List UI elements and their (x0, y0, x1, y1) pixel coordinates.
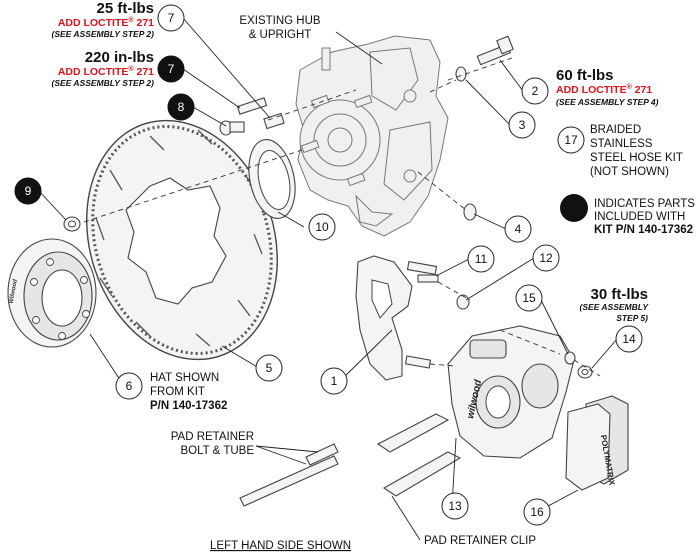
callout-16: 16 (523, 498, 551, 526)
washer-15 (564, 351, 576, 365)
callout-15: 15 (515, 284, 543, 312)
svg-text:PAD RETAINER: PAD RETAINER (171, 431, 254, 443)
svg-text:ADD LOCTITE® 271: ADD LOCTITE® 271 (556, 83, 652, 96)
nut-9 (63, 216, 81, 232)
svg-text:(SEE ASSEMBLY STEP 4): (SEE ASSEMBLY STEP 4) (556, 97, 659, 107)
callout-13: 13 (441, 492, 469, 520)
callout-3: 3 (508, 111, 536, 139)
svg-text:(SEE ASSEMBLY STEP 2): (SEE ASSEMBLY STEP 2) (52, 29, 155, 39)
svg-text:BRAIDED: BRAIDED (590, 124, 641, 136)
torque-note-220: 220 in-lbs ADD LOCTITE® 271 (SEE ASSEMBL… (52, 49, 155, 88)
svg-text:KIT P/N 140-17362: KIT P/N 140-17362 (594, 224, 693, 236)
svg-text:15: 15 (522, 291, 536, 305)
leader-lines (38, 17, 618, 541)
stud-11 (417, 274, 439, 283)
svg-text:STEP 5): STEP 5) (616, 313, 648, 323)
svg-text:(SEE ASSEMBLY STEP 2): (SEE ASSEMBLY STEP 2) (52, 78, 155, 88)
svg-text:3: 3 (519, 118, 526, 132)
svg-text:13: 13 (448, 499, 462, 513)
svg-text:25 ft-lbs: 25 ft-lbs (96, 0, 154, 17)
svg-text:5: 5 (266, 361, 273, 375)
label-included-parts: INDICATES PARTS INCLUDED WITH KIT P/N 14… (594, 198, 695, 236)
brake-pads: POLYMATRIX (565, 395, 629, 491)
label-hat: HAT SHOWN FROM KIT P/N 140-17362 (150, 372, 227, 412)
caliper-bracket (355, 255, 438, 381)
callout-17: 17 (557, 126, 585, 154)
callout-12: 12 (532, 244, 560, 272)
svg-text:P/N 140-17362: P/N 140-17362 (150, 400, 227, 412)
svg-text:ADD LOCTITE® 271: ADD LOCTITE® 271 (58, 16, 154, 29)
included-parts-legend-dot (560, 194, 588, 222)
svg-text:12: 12 (539, 251, 553, 265)
torque-note-30: 30 ft-lbs (SEE ASSEMBLY STEP 5) (580, 286, 650, 323)
svg-text:INCLUDED WITH: INCLUDED WITH (594, 211, 685, 223)
callout-10: 10 (308, 213, 336, 241)
svg-text:HAT SHOWN: HAT SHOWN (150, 372, 219, 384)
svg-text:INDICATES PARTS: INDICATES PARTS (594, 198, 695, 210)
hub-upright (295, 35, 449, 237)
svg-text:& UPRIGHT: & UPRIGHT (249, 29, 312, 41)
label-pad-retainer-bolt: PAD RETAINER BOLT & TUBE (171, 431, 255, 457)
label-hub: EXISTING HUB & UPRIGHT (239, 15, 320, 41)
callout-7-upper: 7 (157, 4, 185, 32)
svg-text:BOLT & TUBE: BOLT & TUBE (181, 445, 255, 457)
svg-text:(SEE ASSEMBLY: (SEE ASSEMBLY (580, 302, 650, 312)
svg-text:30 ft-lbs: 30 ft-lbs (590, 286, 648, 303)
washer-8 (219, 120, 245, 136)
svg-text:2: 2 (532, 84, 539, 98)
nut-14 (577, 365, 593, 379)
svg-text:7: 7 (168, 62, 175, 76)
svg-text:14: 14 (622, 332, 636, 346)
bolt-2 (476, 35, 514, 66)
svg-text:220 in-lbs: 220 in-lbs (85, 49, 154, 66)
callout-7-lower: 7 (157, 55, 185, 83)
svg-text:STEEL HOSE KIT: STEEL HOSE KIT (590, 152, 683, 164)
callout-8: 8 (167, 93, 195, 121)
svg-text:60 ft-lbs: 60 ft-lbs (556, 67, 614, 84)
svg-text:8: 8 (178, 100, 185, 114)
label-side-shown: LEFT HAND SIDE SHOWN (210, 540, 351, 552)
svg-text:17: 17 (564, 133, 578, 147)
mount-bolt-upper (236, 97, 285, 130)
svg-text:(NOT SHOWN): (NOT SHOWN) (590, 166, 669, 178)
washer-3 (455, 66, 467, 82)
label-pad-retainer-clip: PAD RETAINER CLIP (424, 535, 536, 547)
svg-text:6: 6 (126, 379, 133, 393)
svg-text:10: 10 (315, 220, 329, 234)
label-hose-kit: BRAIDED STAINLESS STEEL HOSE KIT (NOT SH… (590, 124, 683, 178)
svg-text:FROM KIT: FROM KIT (150, 386, 205, 398)
callout-14: 14 (615, 325, 643, 353)
svg-text:7: 7 (168, 11, 175, 25)
svg-text:EXISTING HUB: EXISTING HUB (239, 15, 320, 27)
callout-5: 5 (255, 354, 283, 382)
callout-9: 9 (14, 177, 42, 205)
assembly-lines (83, 57, 601, 377)
caliper: wilwood (447, 325, 575, 459)
svg-text:11: 11 (475, 252, 488, 266)
spacer-ring (248, 139, 296, 219)
svg-text:9: 9 (25, 184, 32, 198)
svg-text:Wilwood: Wilwood (9, 279, 19, 305)
svg-text:4: 4 (515, 222, 522, 236)
svg-text:STAINLESS: STAINLESS (590, 138, 653, 150)
washer-12 (456, 294, 470, 310)
pad-retainer-clip (376, 413, 462, 497)
svg-text:1: 1 (331, 374, 338, 388)
callouts: 7 7 8 9 10 5 6 2 3 17 4 11 12 15 14 1 13… (14, 4, 643, 526)
callout-11: 11 (467, 245, 495, 273)
washer-4 (463, 203, 477, 221)
torque-note-60: 60 ft-lbs ADD LOCTITE® 271 (SEE ASSEMBLY… (556, 67, 659, 107)
svg-text:ADD LOCTITE® 271: ADD LOCTITE® 271 (58, 65, 154, 78)
pad-retainer-bolt (239, 443, 339, 507)
hat: Wilwood (7, 238, 97, 348)
torque-note-25: 25 ft-lbs ADD LOCTITE® 271 (SEE ASSEMBLY… (52, 0, 155, 39)
callout-2: 2 (521, 77, 549, 105)
svg-text:16: 16 (530, 505, 544, 519)
callout-6: 6 (115, 372, 143, 400)
callout-4: 4 (504, 215, 532, 243)
callout-1: 1 (320, 367, 348, 395)
